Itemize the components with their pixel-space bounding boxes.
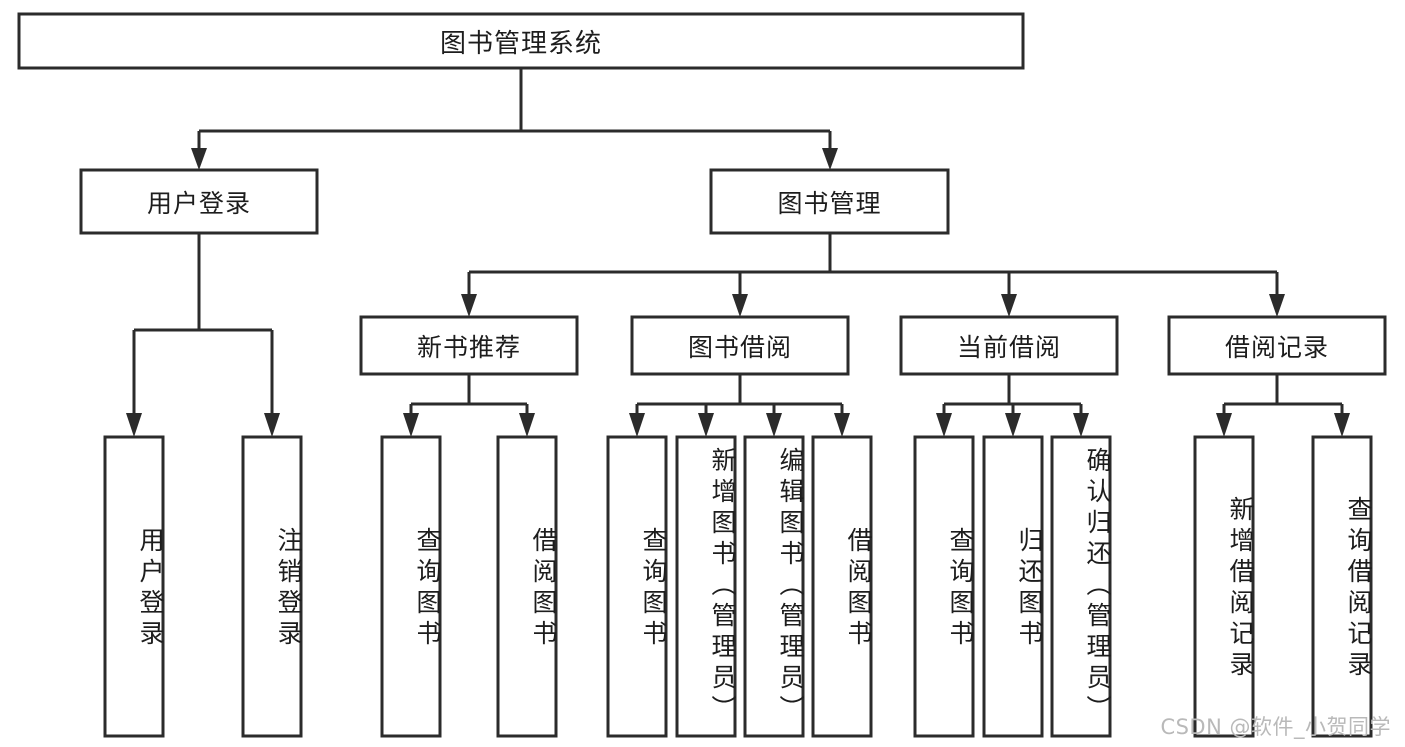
arrow-nbr-l1 — [403, 413, 419, 437]
node-box-current-borrow[interactable] — [899, 315, 1119, 376]
arrow-book-mgmt-c1 — [461, 294, 477, 317]
node-box-leaf-bb-1[interactable] — [606, 435, 668, 738]
arrow-br-l2 — [1334, 413, 1350, 437]
node-box-leaf-br-1[interactable] — [1193, 435, 1255, 738]
node-box-new-book-recommend[interactable] — [359, 315, 579, 376]
arrow-book-mgmt-c4 — [1269, 294, 1285, 317]
arrow-book-mgmt-c3 — [1001, 294, 1017, 317]
arrow-cb-l3 — [1073, 413, 1089, 437]
arrow-book-mgmt-c2 — [732, 294, 748, 317]
arrow-bb-l2 — [698, 413, 714, 437]
node-box-leaf-br-2[interactable] — [1311, 435, 1373, 738]
arrow-bb-l3 — [766, 413, 782, 437]
node-box-leaf-cb-2[interactable] — [982, 435, 1044, 738]
arrow-root-to-user-login — [191, 148, 207, 170]
node-box-user-login[interactable] — [79, 168, 319, 235]
arrow-user-login-l2 — [264, 413, 280, 437]
node-box-leaf-nbr-2[interactable] — [496, 435, 558, 738]
node-box-leaf-bb-4[interactable] — [811, 435, 873, 738]
arrow-user-login-l1 — [126, 413, 142, 437]
node-box-book-management[interactable] — [709, 168, 950, 235]
watermark: CSDN @软件_小贺同学 — [1160, 715, 1391, 739]
node-box-book-borrow[interactable] — [630, 315, 850, 376]
arrow-cb-l2 — [1005, 413, 1021, 437]
arrow-bb-l4 — [834, 413, 850, 437]
arrow-bb-l1 — [629, 413, 645, 437]
arrow-root-to-book-mgmt — [822, 148, 838, 170]
node-box-borrow-record[interactable] — [1167, 315, 1387, 376]
node-box-leaf-bb-3[interactable] — [743, 435, 805, 738]
node-box-leaf-bb-2[interactable] — [675, 435, 737, 738]
node-box-leaf-nbr-1[interactable] — [380, 435, 442, 738]
node-box-leaf-cb-3[interactable] — [1050, 435, 1112, 738]
arrow-cb-l1 — [936, 413, 952, 437]
node-box-root[interactable] — [17, 12, 1025, 70]
node-box-leaf-user-login-1[interactable] — [103, 435, 165, 738]
node-box-leaf-user-login-2[interactable] — [241, 435, 303, 738]
arrow-br-l1 — [1216, 413, 1232, 437]
arrow-nbr-l2 — [519, 413, 535, 437]
node-box-leaf-cb-1[interactable] — [913, 435, 975, 738]
